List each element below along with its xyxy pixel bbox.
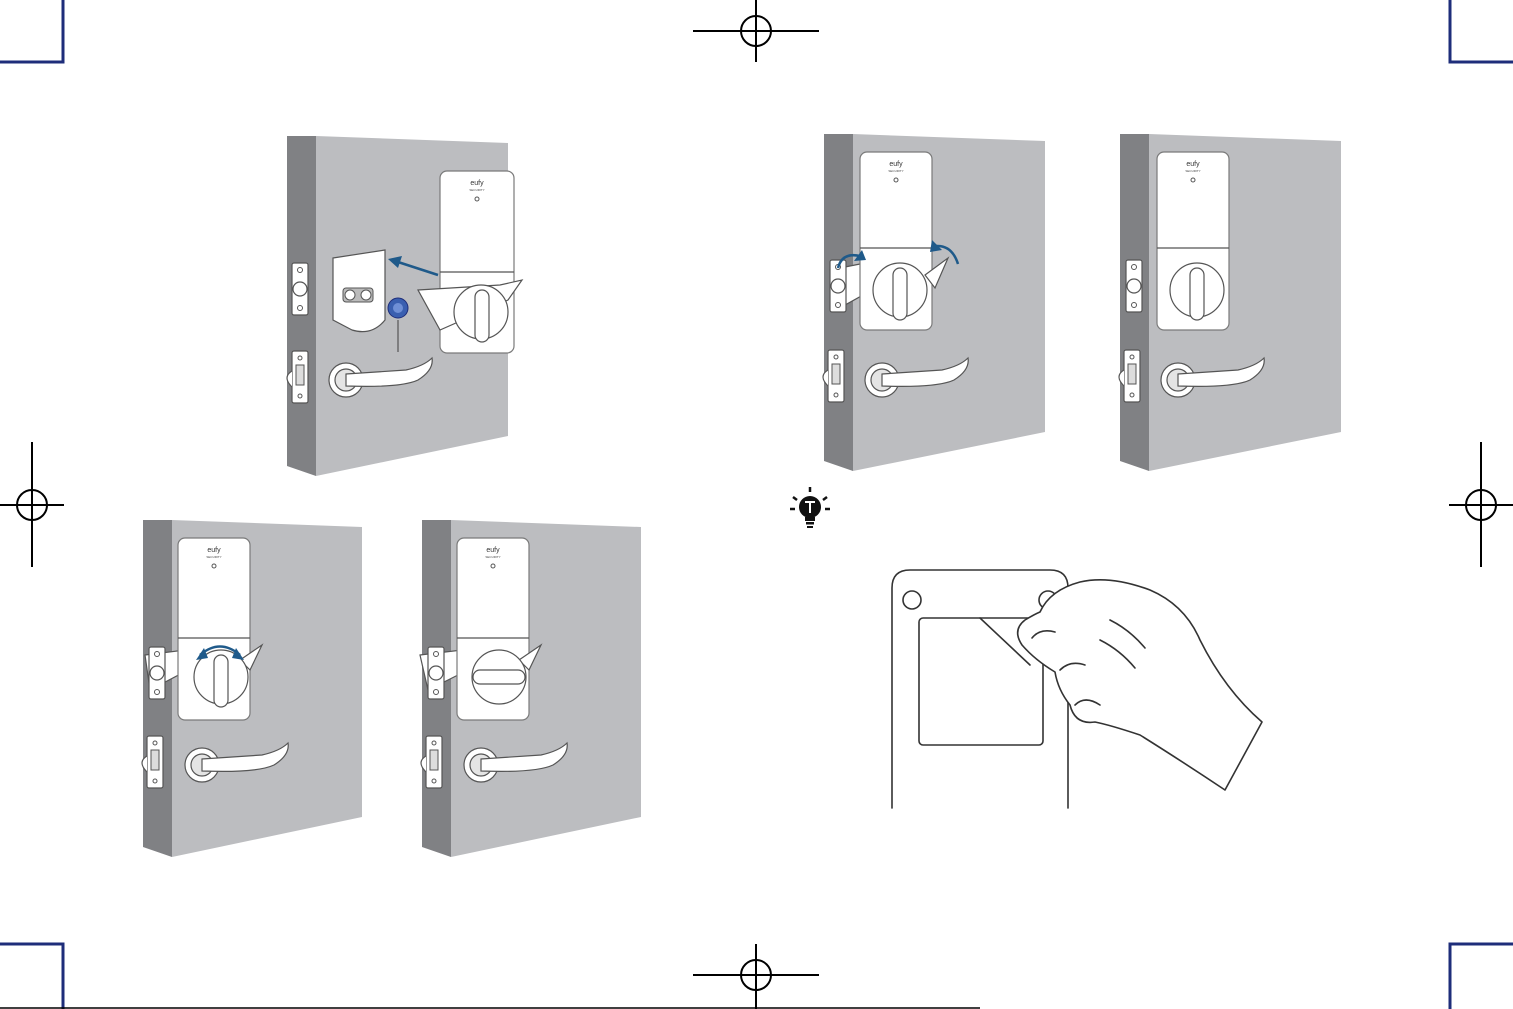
registration-mark-left <box>0 442 64 567</box>
registration-mark-right <box>1449 442 1513 567</box>
brand-label: eufy <box>470 180 484 187</box>
registration-mark-top <box>693 0 819 62</box>
model-label: SECURITY <box>469 188 484 192</box>
crop-corner-bottom-left <box>0 944 63 1009</box>
model-label: SECURITY <box>206 555 221 559</box>
model-label: SECURITY <box>485 555 500 559</box>
brand-label: eufy <box>1186 161 1200 168</box>
crop-corner-bottom-right <box>1450 944 1513 1009</box>
door-illustration-step-c: eufy SECURITY <box>420 520 641 857</box>
door-illustration-step-b: eufy SECURITY <box>142 520 362 857</box>
crop-corner-top-left <box>0 0 63 62</box>
registration-mark-bottom <box>693 944 819 1009</box>
model-label: SECURITY <box>888 169 903 173</box>
crop-corner-top-right <box>1450 0 1513 62</box>
model-label: SECURITY <box>1185 169 1200 173</box>
door-illustration-step-a: eufy SECURITY <box>287 136 522 476</box>
peel-adhesive-illustration <box>892 570 1262 808</box>
door-illustration-step-e: eufy SECURITY <box>1119 134 1341 471</box>
brand-label: eufy <box>207 547 221 554</box>
door-illustration-step-d: eufy SECURITY <box>823 134 1045 471</box>
brand-label: eufy <box>889 161 903 168</box>
brand-label: eufy <box>486 547 500 554</box>
lightbulb-tip-icon <box>790 487 830 528</box>
